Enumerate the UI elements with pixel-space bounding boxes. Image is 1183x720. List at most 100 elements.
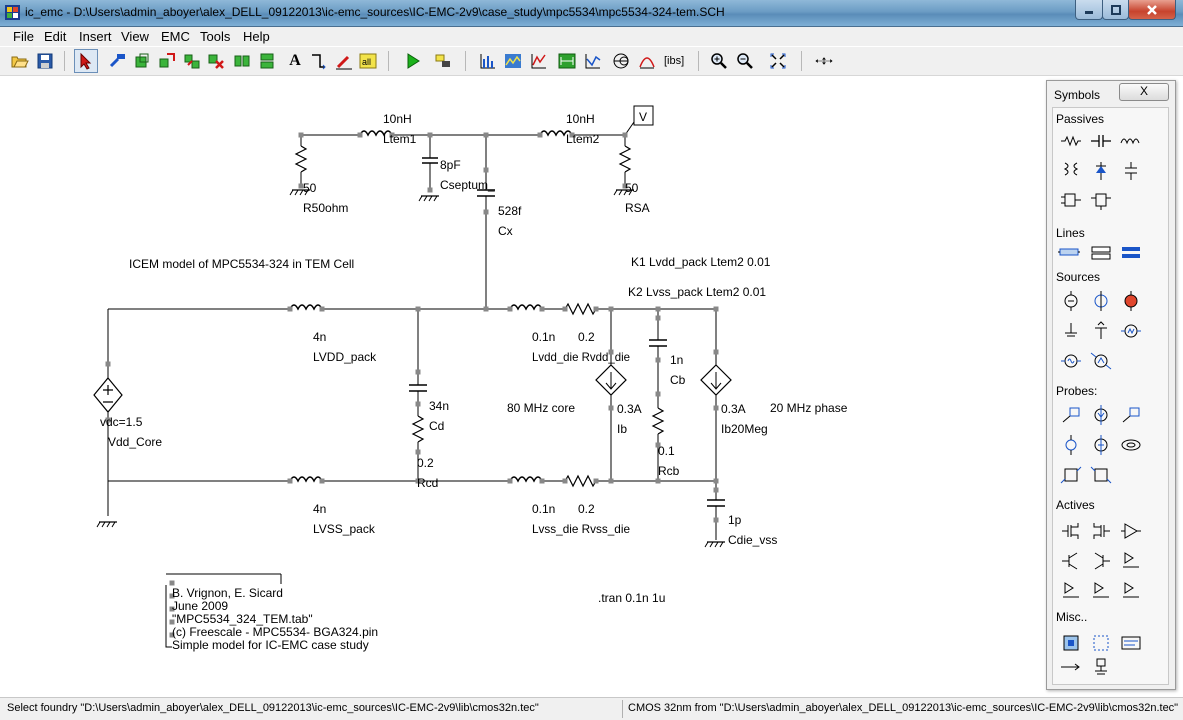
voltage-source-icon[interactable] xyxy=(1059,290,1083,312)
zoom-in-button[interactable] xyxy=(709,51,729,71)
note-line: (c) Freescale - MPC5534- BGA324.pin xyxy=(172,625,378,639)
menu-view[interactable]: View xyxy=(121,29,149,44)
duplicate-tool-button[interactable] xyxy=(182,51,202,71)
transmission-line-icon[interactable] xyxy=(1057,242,1081,264)
voltage-probe[interactable]: V xyxy=(639,110,647,124)
schematic-canvas[interactable]: 10nH Ltem1 10nH Ltem2 50 R50ohm 50 RSA 8… xyxy=(0,76,1183,696)
ibis-button[interactable]: [ibs] xyxy=(664,55,685,67)
near-field-probe-icon[interactable] xyxy=(1119,434,1143,456)
sine-source-icon[interactable] xyxy=(1059,350,1083,372)
coupled-lines-icon[interactable] xyxy=(1089,190,1113,212)
graph-button[interactable] xyxy=(478,51,498,71)
minimize-button[interactable] xyxy=(1075,0,1103,20)
info-block-icon[interactable] xyxy=(1119,632,1143,654)
close-button[interactable] xyxy=(1128,0,1176,20)
ground-icon[interactable] xyxy=(1059,320,1083,342)
block-icon[interactable] xyxy=(1059,632,1083,654)
app-icon xyxy=(5,5,20,20)
pwl-source-icon[interactable] xyxy=(1089,350,1113,372)
symbols-close-button[interactable]: X xyxy=(1119,83,1169,101)
text-tool-button[interactable]: A xyxy=(289,52,301,69)
menu-insert[interactable]: Insert xyxy=(79,29,112,44)
buffer-icon[interactable] xyxy=(1119,520,1143,542)
npn-icon[interactable] xyxy=(1059,550,1083,572)
note-line: B. Vrignon, E. Sicard xyxy=(172,586,283,600)
vdd-core-value: vdc=1.5 xyxy=(100,415,143,429)
menu-file[interactable]: File xyxy=(13,29,34,44)
rcd-value: 0.2 xyxy=(417,456,434,470)
spectrum-button[interactable] xyxy=(503,51,523,71)
menu-tools[interactable]: Tools xyxy=(200,29,231,44)
emission-button[interactable] xyxy=(529,51,549,71)
run-simulation-button[interactable] xyxy=(403,51,423,71)
immunity-button[interactable] xyxy=(557,51,577,71)
probe-tool-button[interactable] xyxy=(334,51,354,71)
coupled-line-icon[interactable] xyxy=(1089,242,1113,264)
open-file-button[interactable] xyxy=(10,51,30,71)
move-tool-button[interactable] xyxy=(132,51,152,71)
r50-value: 50 xyxy=(303,181,317,195)
label-tool-button[interactable]: all xyxy=(358,51,378,71)
ibis-package-icon[interactable] xyxy=(1059,190,1083,212)
rf-source-icon[interactable] xyxy=(1119,290,1143,312)
zoom-fit-button[interactable] xyxy=(768,51,788,71)
ibis-input-icon[interactable] xyxy=(1059,580,1083,602)
menu-emc[interactable]: EMC xyxy=(161,29,190,44)
current-source-icon[interactable] xyxy=(1089,290,1113,312)
cd-name: Cd xyxy=(429,419,444,433)
delete-tool-button[interactable] xyxy=(206,51,226,71)
power-probe-icon[interactable] xyxy=(1059,434,1083,456)
rcb-name: Rcb xyxy=(658,464,680,478)
transformer-icon[interactable] xyxy=(1059,160,1083,182)
nmos-icon[interactable] xyxy=(1059,520,1083,542)
zoom-out-button[interactable] xyxy=(735,51,755,71)
rcd-name: Rcd xyxy=(417,476,438,490)
pmos-icon[interactable] xyxy=(1089,520,1113,542)
impedance-probe-icon[interactable] xyxy=(1089,464,1113,486)
ibis-output-icon[interactable] xyxy=(1119,580,1143,602)
flip-tool-button[interactable] xyxy=(257,51,277,71)
k1-coupling: K1 Lvdd_pack Ltem2 0.01 xyxy=(631,255,771,269)
copy-tool-button[interactable] xyxy=(157,51,177,71)
ground-plane-icon[interactable] xyxy=(1089,656,1113,678)
wire-corner-button[interactable] xyxy=(308,51,328,71)
play-icon xyxy=(407,53,420,69)
lossy-line-icon[interactable] xyxy=(1119,242,1143,264)
arrow-icon[interactable] xyxy=(1059,656,1083,678)
near-field-button[interactable] xyxy=(637,51,657,71)
inductor-icon[interactable] xyxy=(1119,130,1143,152)
resistor-icon[interactable] xyxy=(1059,130,1083,152)
vss-die-name: Lvss_die Rvss_die xyxy=(532,522,630,536)
netlist-button[interactable] xyxy=(433,51,453,71)
sparams-button[interactable] xyxy=(583,51,603,71)
wire-tool-button[interactable] xyxy=(108,51,128,71)
maximize-button[interactable] xyxy=(1102,0,1129,20)
pnp-icon[interactable] xyxy=(1089,550,1113,572)
save-button[interactable] xyxy=(35,51,55,71)
sparams-chart-icon xyxy=(585,54,601,69)
vdd-icon[interactable] xyxy=(1089,320,1113,342)
select-tool-button[interactable] xyxy=(74,49,98,73)
vertical-capacitor-icon[interactable] xyxy=(1119,160,1143,182)
rotate-tool-button[interactable] xyxy=(232,51,252,71)
voltage-probe-icon[interactable] xyxy=(1059,404,1083,426)
menu-help[interactable]: Help xyxy=(243,29,270,44)
title-note: ICEM model of MPC5534-324 in TEM Cell xyxy=(129,257,354,271)
ibis-buffer-icon[interactable] xyxy=(1119,550,1143,572)
frame-icon[interactable] xyxy=(1089,632,1113,654)
toolbar-separator xyxy=(64,51,65,71)
differential-probe-icon[interactable] xyxy=(1119,404,1143,426)
sparam-port-icon[interactable] xyxy=(1059,464,1083,486)
current-probe-icon[interactable] xyxy=(1089,404,1113,426)
ibis-io-icon[interactable] xyxy=(1089,580,1113,602)
pan-button[interactable] xyxy=(814,51,856,71)
ib-value: 0.3A xyxy=(617,402,642,416)
menu-edit[interactable]: Edit xyxy=(44,29,67,44)
smith-chart-button[interactable] xyxy=(611,51,631,71)
spectrum-probe-icon[interactable] xyxy=(1089,434,1113,456)
pulse-source-icon[interactable] xyxy=(1119,320,1143,342)
diode-icon[interactable] xyxy=(1089,160,1113,182)
rcb-value: 0.1 xyxy=(658,444,675,458)
capacitor-icon[interactable] xyxy=(1089,130,1113,152)
delete-icon xyxy=(208,54,224,69)
